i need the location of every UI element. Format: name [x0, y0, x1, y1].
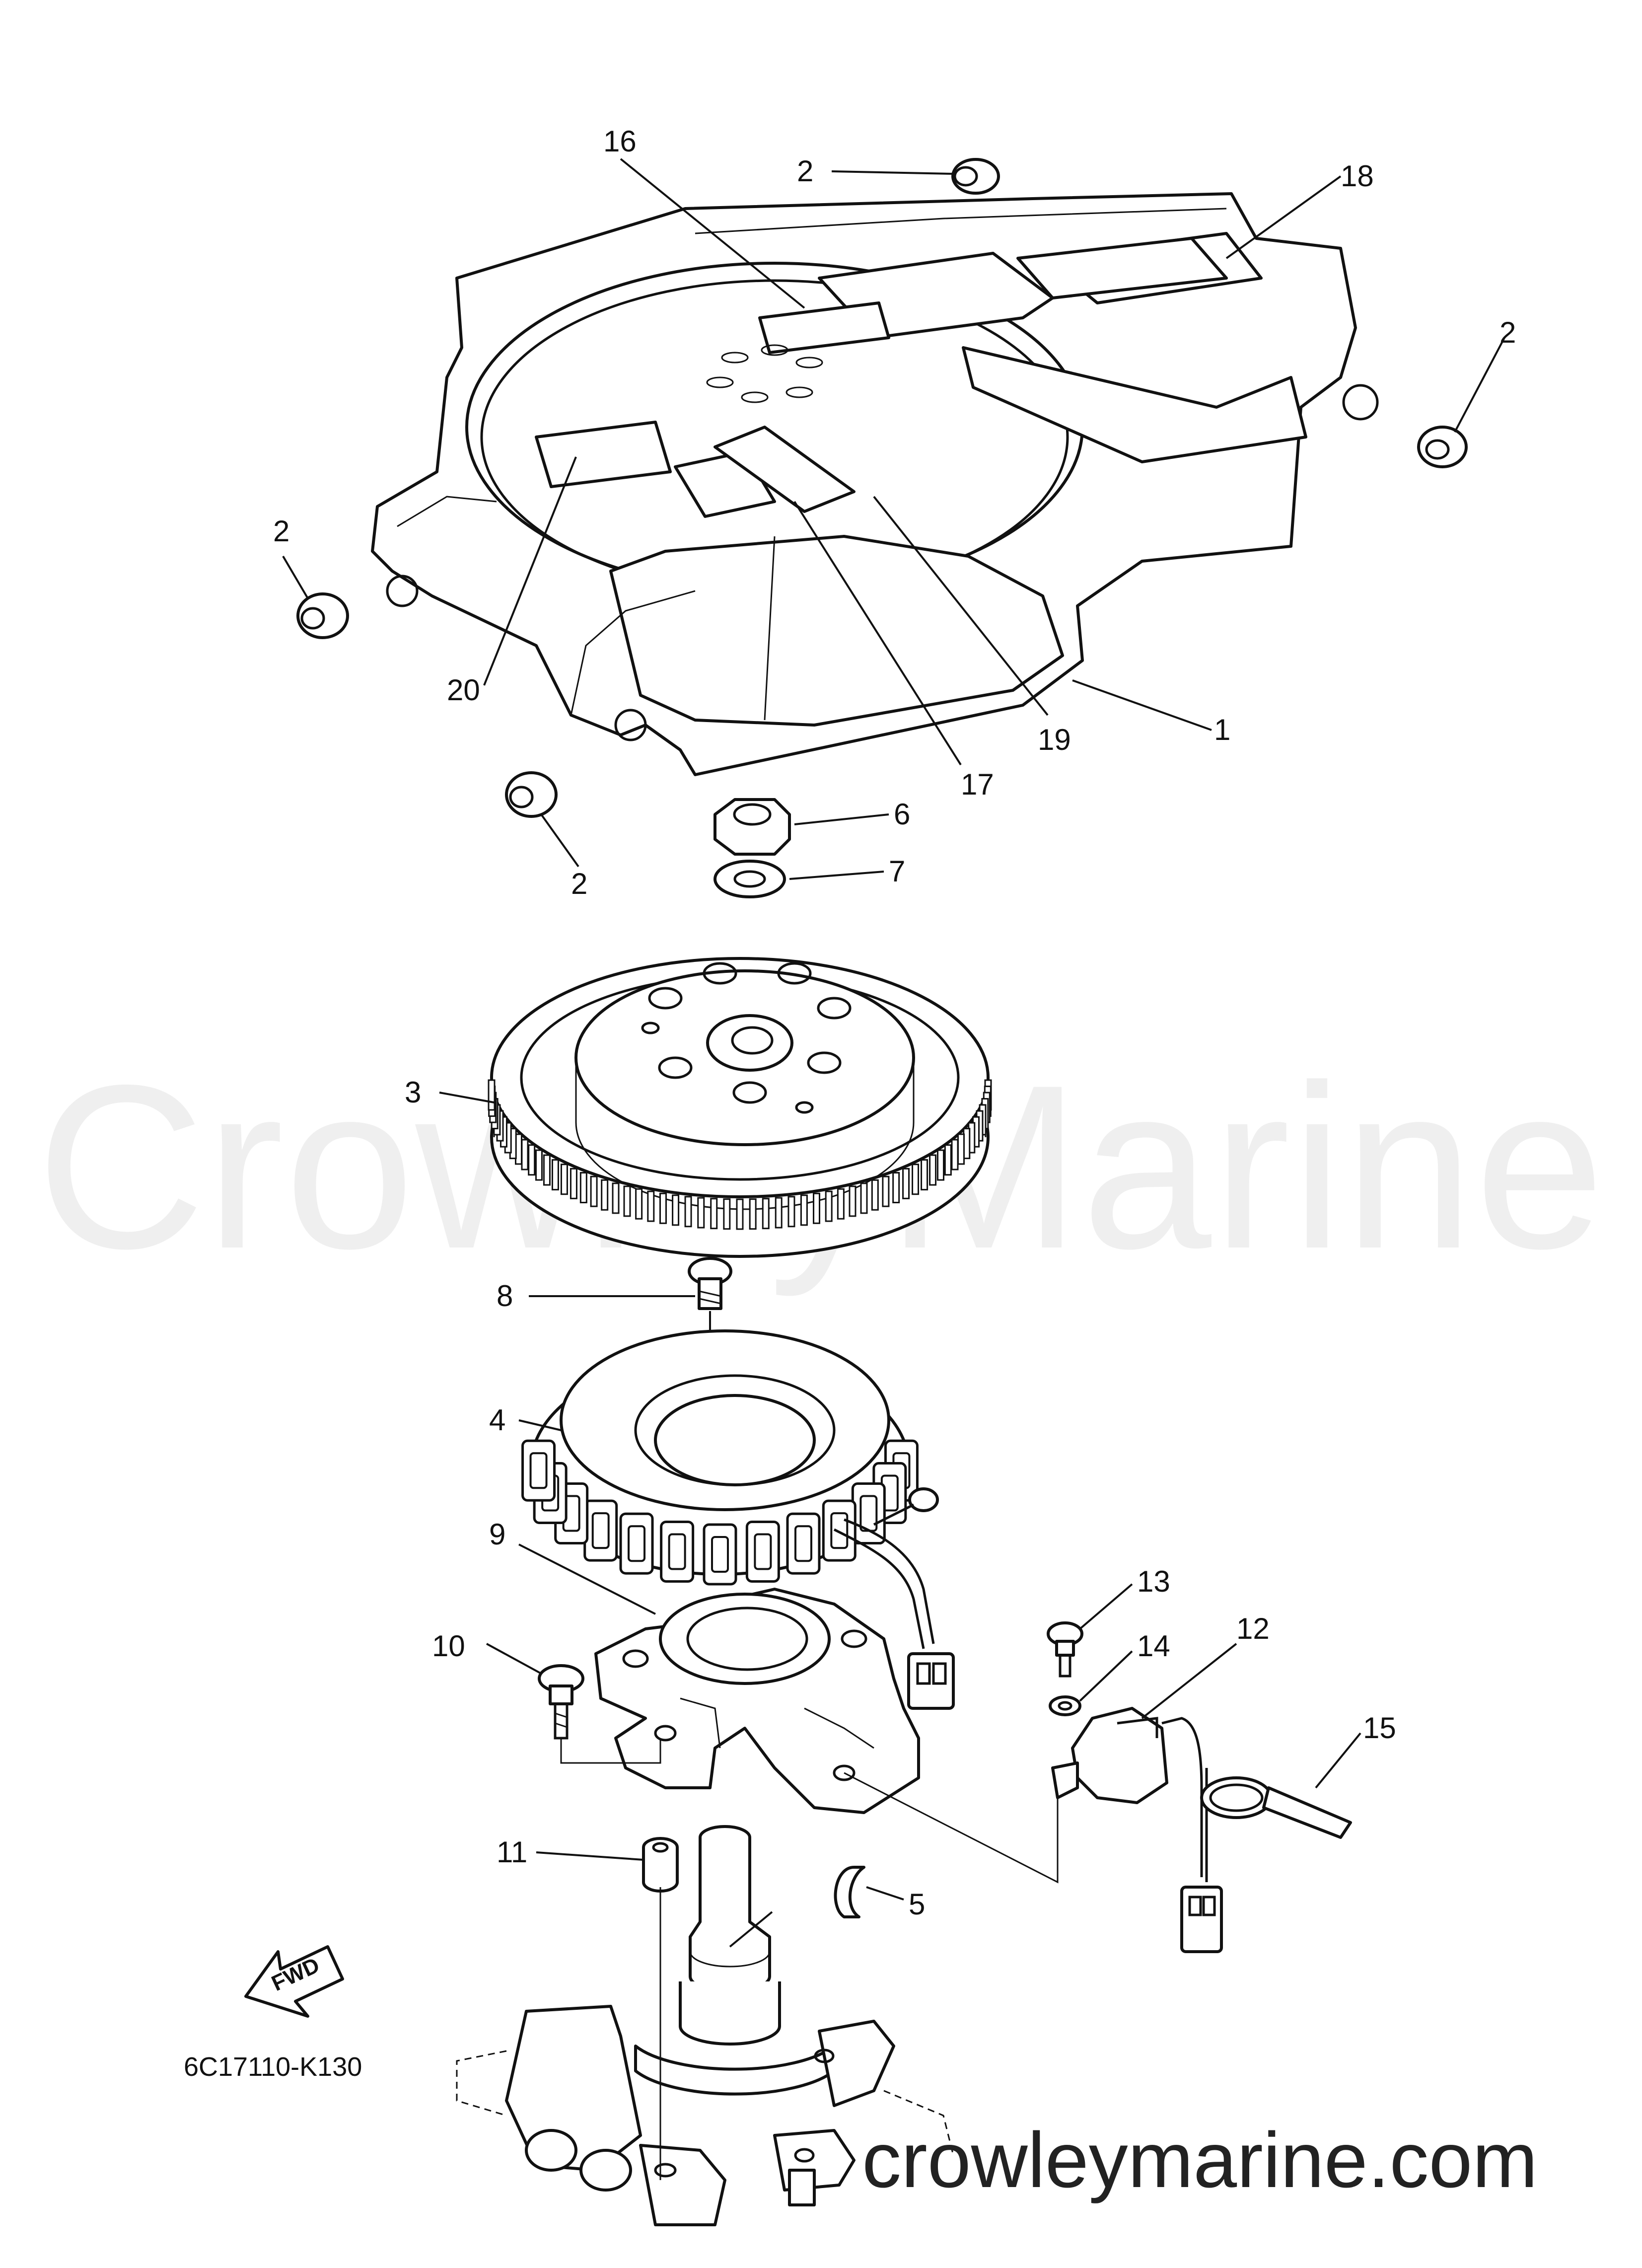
grommet-left — [296, 592, 349, 639]
stator-assembly — [521, 1329, 955, 1710]
washer — [714, 860, 786, 898]
callout-8: 8 — [497, 1279, 513, 1313]
callout-18: 18 — [1341, 159, 1374, 193]
grommet-top — [951, 158, 1000, 195]
leader-lines — [282, 158, 1505, 2180]
callout-1: 1 — [1214, 713, 1230, 746]
stator-coil-poles — [521, 1439, 919, 1586]
callout-numbers: 16 2 18 2 2 20 1 19 17 2 6 7 3 8 4 9 10 … — [273, 125, 1516, 1921]
callout-15: 15 — [1363, 1711, 1396, 1745]
pulser-coil-washer — [1049, 1695, 1081, 1716]
callout-7: 7 — [889, 855, 905, 888]
crankshaft-and-block — [456, 1825, 954, 2226]
callout-2-right: 2 — [1499, 316, 1516, 349]
cable-tie — [1200, 1776, 1352, 1839]
callout-9: 9 — [489, 1518, 505, 1551]
flywheel — [488, 957, 992, 1258]
callout-13: 13 — [1137, 1565, 1170, 1598]
callout-2-bottom: 2 — [571, 867, 587, 900]
site-url: crowleymarine.com — [862, 2117, 1538, 2204]
callout-3: 3 — [405, 1076, 421, 1109]
base-bolt — [538, 1664, 584, 1740]
callout-10: 10 — [432, 1629, 465, 1663]
forward-direction-arrow: FWD — [244, 1945, 344, 2018]
callout-12: 12 — [1236, 1612, 1270, 1645]
callout-19: 19 — [1038, 723, 1071, 756]
callout-2-top: 2 — [797, 154, 813, 188]
collar — [642, 1837, 679, 1893]
callout-20: 20 — [447, 673, 480, 707]
callout-2-left: 2 — [273, 514, 289, 548]
callout-6: 6 — [894, 798, 910, 831]
diagram-code: 6C17110-K130 — [184, 2052, 362, 2082]
grommet-right — [1417, 426, 1468, 468]
flywheel-cover — [371, 192, 1379, 776]
callout-16: 16 — [603, 125, 637, 158]
woodruff-key — [834, 1866, 865, 1918]
stator-base-plate — [594, 1588, 920, 1814]
pulser-coil-bolt — [1047, 1621, 1083, 1678]
callout-5: 5 — [909, 1888, 925, 1921]
callout-17: 17 — [961, 768, 994, 801]
grommet-bottom — [505, 771, 558, 818]
flywheel-ring-gear-teeth — [488, 1079, 992, 1230]
callout-11: 11 — [497, 1835, 527, 1869]
nut — [714, 798, 791, 856]
pulser-coil — [1051, 1707, 1223, 1953]
callout-4: 4 — [489, 1403, 505, 1437]
callout-14: 14 — [1137, 1629, 1170, 1663]
flywheel-bolt — [688, 1257, 732, 1371]
